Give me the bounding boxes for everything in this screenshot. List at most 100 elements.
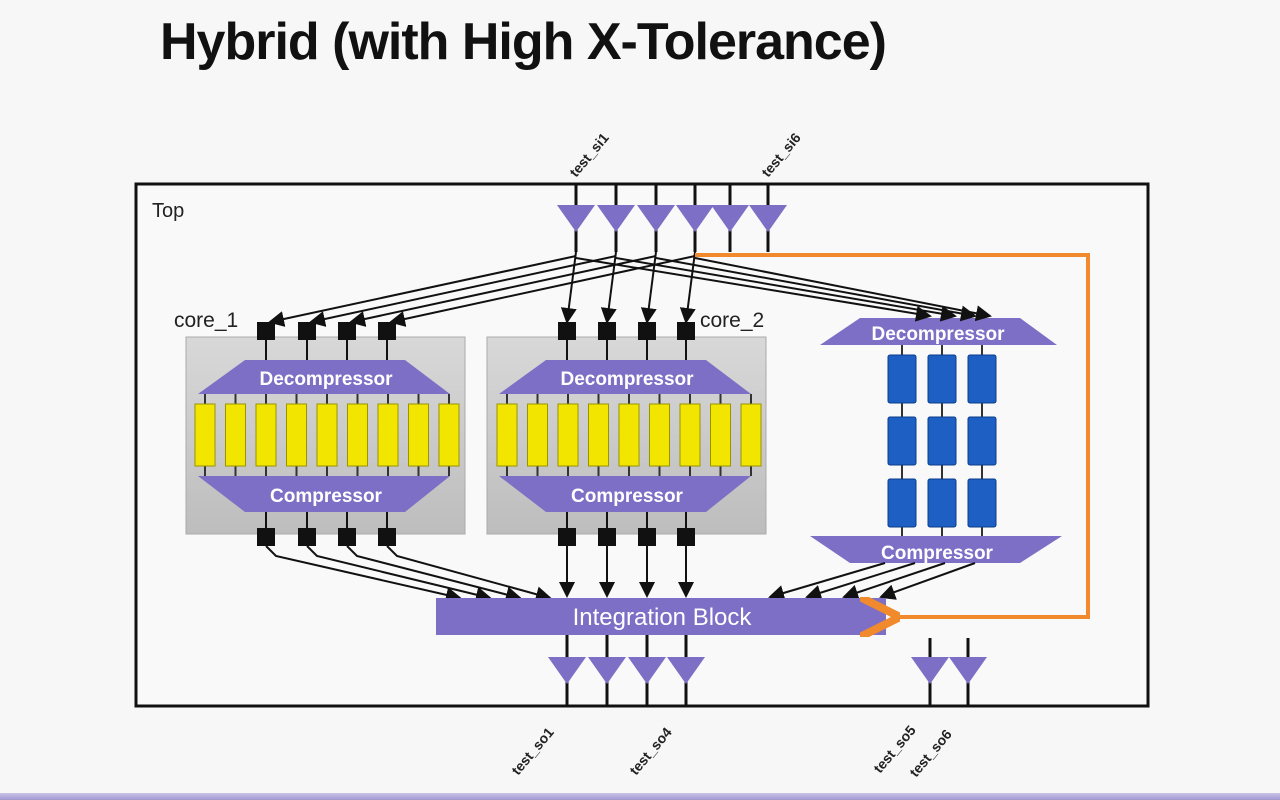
- port-icon: [558, 528, 576, 546]
- pin-label-test-si1: test_si1: [566, 130, 612, 180]
- scan-chain: [557, 403, 579, 467]
- output-buffer-icon: [628, 657, 666, 684]
- scan-chain: [588, 403, 609, 467]
- slide-title: Hybrid (with High X-Tolerance): [160, 13, 887, 71]
- port-icon: [338, 528, 356, 546]
- scan-chain: [710, 403, 731, 467]
- top-compressor-output-wire: [768, 562, 886, 601]
- pin-label-test-si6: test_si6: [758, 130, 804, 180]
- pin-label-test-so4: test_so4: [626, 724, 675, 778]
- output-buffer-icon: [588, 657, 626, 684]
- flop-cell: [967, 416, 997, 466]
- core-1-scan-chains: [194, 394, 460, 476]
- top-decompressor: [820, 318, 1057, 345]
- fanout-wire-core-2: [560, 251, 577, 324]
- flop-cell: [967, 354, 997, 404]
- fanout-wire-core-1: [349, 255, 657, 327]
- top-level-flops: [887, 345, 997, 536]
- output-buffer-icon: [548, 657, 586, 684]
- port-icon: [677, 528, 695, 546]
- output-buffer-icon: [911, 657, 949, 684]
- port-icon: [677, 322, 695, 340]
- flop-cell: [967, 478, 997, 528]
- x-tolerance-bypass-path: [695, 253, 1090, 617]
- scan-chain: [377, 403, 399, 467]
- pin-label-test-so1: test_so1: [508, 724, 557, 778]
- fanout-wire-core-1: [389, 255, 696, 327]
- fanout-wire-top: [575, 257, 932, 322]
- scan-chain: [194, 403, 216, 467]
- core-2-decompressor-label: Decompressor: [560, 369, 694, 390]
- scan-chain: [740, 403, 762, 467]
- top-compressor-output-wire: [842, 562, 946, 601]
- flop-cell: [927, 478, 957, 528]
- scan-chain: [286, 403, 307, 467]
- input-buffer-icon: [676, 205, 714, 232]
- slide-bottom-bar: [0, 793, 1280, 800]
- core-1-decompressor-label: Decompressor: [259, 369, 393, 390]
- input-buffer-icon: [557, 205, 595, 232]
- flop-cell: [927, 416, 957, 466]
- core-2-scan-chains: [496, 394, 762, 476]
- scan-chain: [316, 403, 338, 467]
- top-level-logic: Decompressor Compressor: [810, 318, 1062, 564]
- port-icon: [638, 322, 656, 340]
- output-buffer-icon: [667, 657, 705, 684]
- input-buffer-icon: [637, 205, 675, 232]
- core-2-label: core_2: [700, 309, 764, 332]
- fanout-wire-top: [655, 257, 977, 322]
- core-2: Decompressor Compressor core_2: [486, 309, 767, 535]
- scan-chain: [408, 403, 429, 467]
- port-icon: [638, 528, 656, 546]
- core-1-output-wire: [386, 545, 552, 603]
- scan-chain: [527, 403, 548, 467]
- core-1-compressor: [198, 476, 450, 512]
- port-icon: [257, 528, 275, 546]
- flop-cell: [887, 416, 917, 466]
- port-icon: [257, 322, 275, 340]
- flop-cell: [887, 354, 917, 404]
- top-compressor-label: Compressor: [881, 543, 994, 564]
- scan-chain: [618, 403, 640, 467]
- fanout-wire-core-1: [268, 255, 577, 327]
- fanout-wire-core-1: [309, 255, 617, 327]
- core-1-output-wire: [346, 545, 522, 603]
- top-compressor: [810, 536, 1062, 563]
- top-decompressor-label: Decompressor: [871, 324, 1005, 345]
- scan-chain: [347, 403, 368, 467]
- port-icon: [558, 322, 576, 340]
- port-icon: [598, 322, 616, 340]
- wires: [257, 251, 992, 603]
- flop-cell: [887, 478, 917, 528]
- flop-cell: [927, 354, 957, 404]
- core-1-decompressor: [198, 360, 450, 394]
- top-compressor-output-wire: [805, 562, 916, 601]
- integration-block: [436, 598, 886, 635]
- output-pins: [548, 635, 987, 706]
- fanout-wire-top: [615, 257, 957, 322]
- core-2-decompressor: [499, 360, 751, 394]
- input-buffer-icon: [711, 205, 749, 232]
- core-1-output-wire: [265, 545, 462, 603]
- fanout-wire-core-2: [679, 251, 696, 324]
- core-1-label: core_1: [174, 309, 238, 332]
- top-label: Top: [152, 200, 184, 222]
- port-icon: [378, 322, 396, 340]
- scan-chain: [225, 403, 246, 467]
- input-pins: [557, 184, 787, 252]
- input-buffer-icon: [597, 205, 635, 232]
- scan-chain: [649, 403, 670, 467]
- core-1: Decompressor Compressor core_1: [174, 309, 466, 535]
- port-icon: [338, 322, 356, 340]
- scan-chain: [255, 403, 277, 467]
- port-icon: [598, 528, 616, 546]
- fanout-wire-top: [694, 257, 992, 322]
- port-icon: [298, 322, 316, 340]
- integration-block-label: Integration Block: [573, 604, 753, 631]
- core-2-compressor-label: Compressor: [571, 486, 684, 507]
- scan-chain: [496, 403, 518, 467]
- output-buffer-icon: [949, 657, 987, 684]
- top-compressor-output-wire: [879, 562, 976, 600]
- input-buffer-icon: [749, 205, 787, 232]
